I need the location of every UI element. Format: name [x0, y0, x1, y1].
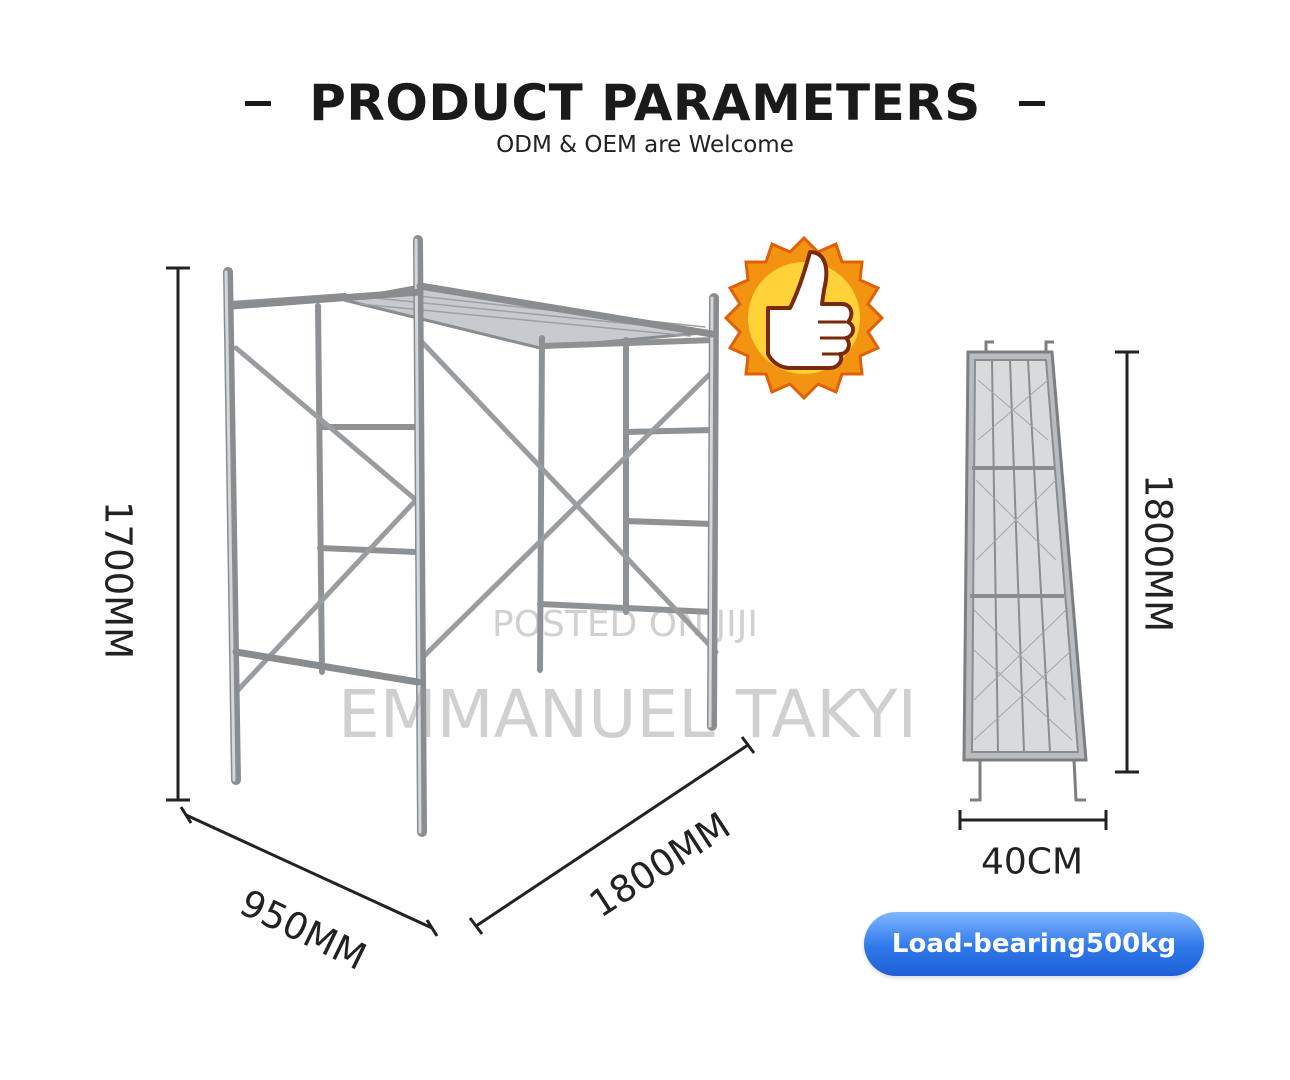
dimension-height-label: 1700MM	[96, 500, 140, 660]
dimension-lines	[166, 266, 1139, 937]
page-title: PRODUCT PARAMETERS	[309, 74, 981, 132]
width-dimension-line	[475, 743, 749, 928]
front-frame	[223, 235, 719, 837]
watermark-line-1: POSTED ON JIJI	[492, 604, 758, 645]
title-dash-right	[1018, 100, 1045, 106]
watermark-line-2: EMMANUEL TAKYI	[338, 676, 917, 753]
plank-mesh	[970, 359, 1064, 753]
title-row: PRODUCT PARAMETERS	[0, 68, 1290, 138]
thumbs-up-icon	[723, 235, 885, 401]
plank-length-label: 1800MM	[1136, 473, 1180, 633]
depth-dimension-line	[185, 813, 433, 930]
scaffold-frame	[223, 235, 719, 837]
plank-width-label: 40CM	[980, 841, 1084, 883]
load-bearing-badge: Load-bearing500kg	[864, 912, 1204, 976]
plank-hooks	[970, 340, 1086, 802]
steel-plank	[962, 340, 1088, 802]
title-dash-left	[245, 100, 272, 106]
page-subtitle: ODM & OEM are Welcome	[496, 132, 794, 158]
